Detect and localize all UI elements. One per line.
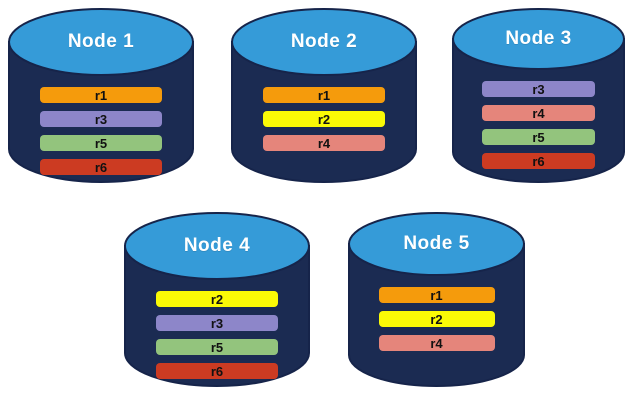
replica-bar[interactable]: r2 <box>263 111 385 127</box>
database-cylinder-node-3[interactable]: Node 3 r3 r4 r5 r6 <box>452 8 625 183</box>
database-cylinder-node-4[interactable]: Node 4 r2 r3 r5 r6 <box>124 212 310 387</box>
database-cylinder-node-5[interactable]: Node 5 r1 r2 r4 <box>348 212 525 387</box>
node-title: Node 3 <box>505 28 572 49</box>
replica-bar[interactable]: r4 <box>378 335 495 351</box>
replica-list: r1 r2 r4 <box>348 287 525 359</box>
cylinder-top-ellipse <box>124 212 310 280</box>
replica-bar[interactable]: r1 <box>40 87 162 103</box>
replica-bar[interactable]: r5 <box>156 339 278 355</box>
replica-bar[interactable]: r3 <box>482 81 595 97</box>
cylinder-top-ellipse <box>452 8 625 70</box>
node-title: Node 1 <box>67 31 135 52</box>
replica-list: r3 r4 r5 r6 <box>452 81 625 177</box>
replica-bar[interactable]: r6 <box>40 159 162 175</box>
replica-bar[interactable]: r6 <box>156 363 278 379</box>
replica-list: r1 r2 r4 <box>231 87 417 159</box>
node-title: Node 4 <box>183 235 251 256</box>
cylinder-top-ellipse <box>8 8 194 76</box>
replica-bar[interactable]: r5 <box>482 129 595 145</box>
replica-bar[interactable]: r4 <box>263 135 385 151</box>
replica-bar[interactable]: r1 <box>378 287 495 303</box>
replica-bar[interactable]: r4 <box>482 105 595 121</box>
replica-list: r1 r3 r5 r6 <box>8 87 194 183</box>
replica-bar[interactable]: r3 <box>156 315 278 331</box>
node-title: Node 5 <box>403 233 470 254</box>
replica-bar[interactable]: r6 <box>482 153 595 169</box>
database-cylinder-node-1[interactable]: Node 1 r1 r3 r5 r6 <box>8 8 194 183</box>
replica-list: r2 r3 r5 r6 <box>124 291 310 387</box>
cylinder-top-ellipse <box>231 8 417 76</box>
cylinder-top-ellipse <box>348 212 525 276</box>
replica-bar[interactable]: r3 <box>40 111 162 127</box>
replica-bar[interactable]: r2 <box>378 311 495 327</box>
node-title: Node 2 <box>290 31 358 52</box>
database-cylinder-node-2[interactable]: Node 2 r1 r2 r4 <box>231 8 417 183</box>
replica-bar[interactable]: r1 <box>263 87 385 103</box>
replica-bar[interactable]: r2 <box>156 291 278 307</box>
replica-bar[interactable]: r5 <box>40 135 162 151</box>
